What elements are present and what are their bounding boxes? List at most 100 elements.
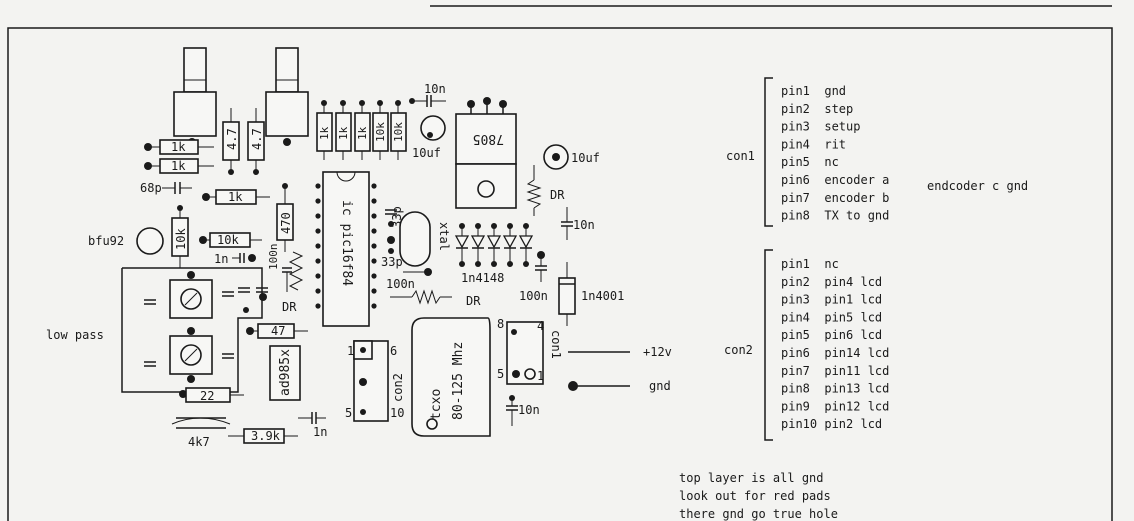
diode-1n4001: 1n4001 bbox=[558, 262, 624, 326]
resistor-4-7-left: 4.7 bbox=[222, 108, 240, 175]
choke-dr-left: DR bbox=[282, 251, 304, 314]
capacitor-100n-a: 100n bbox=[267, 244, 292, 292]
resistor-1k-c: 1k bbox=[202, 189, 270, 205]
resistor-3-9k: 3.9k bbox=[228, 428, 298, 444]
choke-dr-top: DR bbox=[526, 165, 565, 216]
con2-pin-5: pin5 pin6 lcd bbox=[781, 328, 882, 342]
con1-pin-7: pin7 encoder b bbox=[781, 191, 889, 205]
chip-ad985x: ad985x bbox=[269, 345, 301, 401]
svg-text:1: 1 bbox=[347, 344, 354, 358]
con1-pin-5: pin5 nc bbox=[781, 155, 839, 169]
con1-pin-3: pin3 setup bbox=[781, 120, 860, 134]
svg-text:22: 22 bbox=[200, 389, 214, 403]
svg-text:1k: 1k bbox=[171, 140, 186, 154]
capacitor-100n-b: 100n bbox=[386, 268, 432, 291]
svg-text:DR: DR bbox=[550, 188, 565, 202]
resistor-22: 22 bbox=[179, 387, 244, 403]
svg-text:gnd: gnd bbox=[649, 379, 671, 393]
svg-text:1k: 1k bbox=[171, 159, 186, 173]
svg-text:DR: DR bbox=[466, 294, 481, 308]
con1-label: con1 bbox=[726, 149, 755, 163]
capacitor-33p-b: 33p bbox=[381, 248, 403, 269]
svg-text:100n: 100n bbox=[519, 289, 548, 303]
con2-label: con2 bbox=[724, 343, 753, 357]
con2-pin-1: pin1 nc bbox=[781, 257, 839, 271]
svg-text:con1: con1 bbox=[549, 330, 563, 359]
inductor-4k7: 4k7 bbox=[171, 417, 231, 449]
knob-label-2: 4.7 bbox=[250, 128, 264, 150]
svg-text:DR: DR bbox=[282, 300, 297, 314]
con1-side-note: endcoder c gnd bbox=[927, 179, 1028, 193]
resistor-1k-a: 1k bbox=[144, 139, 214, 155]
svg-text:47: 47 bbox=[271, 324, 285, 338]
svg-text:4: 4 bbox=[537, 319, 544, 333]
resistor-4-7-right: 4.7 bbox=[247, 108, 265, 175]
svg-text:1k: 1k bbox=[356, 126, 369, 140]
board-outline bbox=[7, 27, 1113, 521]
con1-pin-1: pin1 gnd bbox=[781, 84, 846, 98]
capacitor-10n-low: 10n bbox=[506, 395, 540, 426]
con1-pin-4: pin4 rit bbox=[781, 137, 846, 151]
capacitor-68p: 68p bbox=[140, 181, 192, 195]
con2-pin-6: pin6 pin14 lcd bbox=[781, 346, 889, 360]
svg-text:10uf: 10uf bbox=[571, 151, 600, 165]
note-line-1: top layer is all gnd bbox=[679, 471, 824, 485]
resistor-470: 470 bbox=[276, 183, 294, 252]
note-line-2: look out for red pads bbox=[679, 489, 831, 503]
con2-pin-3: pin3 pin1 lcd bbox=[781, 293, 882, 307]
resistor-47: 47 bbox=[246, 323, 308, 339]
potentiometer-right bbox=[265, 47, 309, 146]
svg-text:100n: 100n bbox=[386, 277, 415, 291]
resistor-10k-mid: 10k bbox=[199, 232, 262, 248]
con1-pin-6: pin6 encoder a bbox=[781, 173, 889, 187]
con1-pin-8: pin8 TX to gnd bbox=[781, 209, 889, 223]
knob-label-1: 4.7 bbox=[225, 128, 239, 150]
con2-pin-10: pin10 pin2 lcd bbox=[781, 417, 882, 431]
capacitor-10uf-b: 10uf bbox=[543, 144, 600, 170]
svg-text:3.9k: 3.9k bbox=[251, 429, 281, 443]
svg-text:ad985x: ad985x bbox=[278, 349, 293, 396]
svg-text:xtal: xtal bbox=[437, 222, 451, 251]
svg-text:5: 5 bbox=[497, 367, 504, 381]
svg-text:10n: 10n bbox=[518, 403, 540, 417]
svg-text:con2: con2 bbox=[391, 373, 405, 402]
regulator-7805: 7805 bbox=[455, 97, 517, 209]
svg-text:10k: 10k bbox=[217, 233, 239, 247]
con2-pin-list: pin1 nc pin2 pin4 lcd pin3 pin1 lcd pin4 pi… bbox=[781, 257, 889, 431]
svg-text:1n4148: 1n4148 bbox=[461, 271, 504, 285]
svg-text:7805: 7805 bbox=[473, 131, 504, 146]
svg-text:10k: 10k bbox=[392, 122, 405, 142]
oscillator-tcxo: tcxo 80-125 Mhz bbox=[411, 317, 491, 437]
svg-text:4k7: 4k7 bbox=[188, 435, 210, 449]
svg-text:1n: 1n bbox=[313, 425, 327, 439]
svg-text:1k: 1k bbox=[228, 190, 243, 204]
diode-array-1n4148: 1n4148 bbox=[454, 223, 534, 285]
svg-text:68p: 68p bbox=[140, 181, 162, 195]
con2-pin-2: pin2 pin4 lcd bbox=[781, 275, 882, 289]
chip-pic16f84: ic pic16f84 bbox=[315, 171, 377, 327]
capacitor-1n-lower: 1n bbox=[298, 412, 327, 439]
svg-text:1: 1 bbox=[537, 369, 544, 383]
capacitor-10n-top: 10n bbox=[409, 82, 446, 107]
svg-text:100n: 100n bbox=[267, 244, 280, 271]
svg-text:10n: 10n bbox=[573, 218, 595, 232]
connector-con1-footprint: 8 5 4 1 con1 bbox=[497, 317, 563, 385]
crystal-xtal: xtal bbox=[399, 211, 451, 267]
svg-text:ic pic16f84: ic pic16f84 bbox=[339, 200, 354, 286]
con2-pin-7: pin7 pin11 lcd bbox=[781, 364, 889, 378]
resistor-1k-b: 1k bbox=[144, 158, 214, 174]
svg-text:1k: 1k bbox=[337, 126, 350, 140]
svg-text:33p: 33p bbox=[381, 255, 403, 269]
power-leads: +12v gnd bbox=[568, 345, 672, 393]
transistor-bfu92: bfu92 bbox=[88, 227, 164, 255]
svg-text:10uf: 10uf bbox=[412, 146, 441, 160]
svg-text:10k: 10k bbox=[174, 228, 188, 250]
con2-pin-9: pin9 pin12 lcd bbox=[781, 399, 889, 413]
resistor-10k-vertical: 10k bbox=[171, 205, 189, 268]
capacitor-1n-upper: 1n bbox=[214, 252, 256, 266]
resistor-row-top: 1k 1k 1k 10k 10k bbox=[316, 100, 407, 160]
con2-pin-4: pin4 pin5 lcd bbox=[781, 310, 882, 324]
